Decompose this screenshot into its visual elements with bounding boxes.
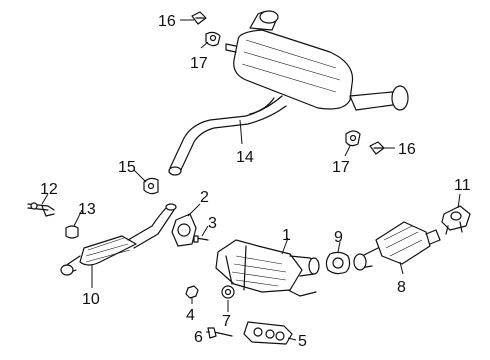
callout-2: 2 [200,189,209,206]
flange-gasket [171,213,197,247]
callout-15: 15 [118,159,136,176]
callout-16-right: 16 [398,141,416,158]
callout-17-top: 17 [190,55,208,72]
hanger-bracket [27,202,55,217]
callout-14: 14 [236,149,254,166]
callout-3: 3 [208,215,217,232]
clamp-top [191,11,207,25]
callout-9: 9 [334,229,343,246]
callout-1: 1 [282,227,291,244]
callout-13: 13 [78,201,96,218]
callout-7: 7 [222,313,231,330]
callout-10: 10 [82,291,100,308]
intermediate-pipe [168,95,287,176]
ring-gasket [325,251,351,275]
rubber-insulator-top [205,31,221,47]
rubber-insulator-right [345,130,361,147]
nut [185,285,199,299]
rear-muffler [225,10,409,115]
pipe-hanger [143,177,159,195]
bolt-6 [207,327,233,339]
callout-11: 11 [454,177,471,194]
callout-6: 6 [194,329,203,346]
converter-rear [353,221,441,271]
callout-labels: 16 17 16 17 14 15 12 13 10 2 3 1 9 8 11 … [40,13,471,350]
bolt-7 [221,285,235,299]
callout-4: 4 [186,307,195,324]
manifold-gasket [243,321,293,345]
band-clamp [441,205,471,235]
leader-lines [41,19,461,341]
stud [193,235,209,243]
callout-16-top: 16 [158,13,176,30]
callout-8: 8 [397,279,406,296]
clamp-right [369,141,385,155]
callout-5: 5 [298,333,307,350]
callout-17-right: 17 [332,159,350,176]
callout-12: 12 [40,181,58,198]
insulator [65,225,79,239]
catalytic-converter [215,239,320,297]
